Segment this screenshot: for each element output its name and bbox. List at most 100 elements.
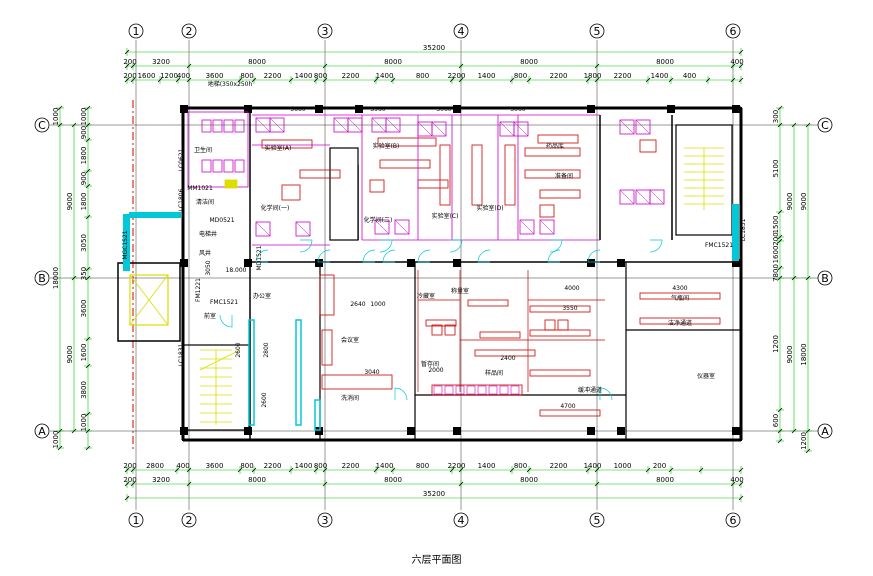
drawing-caption: 六层平面图 <box>411 555 462 566</box>
room-label-prep: 准备间 <box>555 172 573 180</box>
axis-lines <box>50 40 820 510</box>
dim-value: 3600 <box>206 462 224 470</box>
lab-bench <box>639 292 721 300</box>
dim-value: 400 <box>176 462 189 470</box>
dim-value: 900 <box>80 126 88 139</box>
room-label-lab_d: 实验室(D) <box>476 204 503 212</box>
dim-slash <box>777 407 783 413</box>
dim-slash <box>777 275 783 281</box>
dim-slash <box>777 234 783 240</box>
fume-hood <box>385 117 401 133</box>
lab-bench <box>377 137 437 147</box>
dim-slash <box>71 122 77 128</box>
door-swing <box>299 239 313 253</box>
dim-value: 8000 <box>384 476 402 484</box>
axis-bubble <box>817 117 833 133</box>
dim-slash <box>698 467 704 473</box>
dim-slash <box>373 77 379 83</box>
dim-value: 3050 <box>80 234 88 252</box>
axis-bubble-label: 3 <box>322 25 329 38</box>
fume-hood-x <box>619 119 635 135</box>
dim-value: 800 <box>240 72 253 80</box>
dim-slash <box>186 481 192 487</box>
room-label-lab_b: 实验室(B) <box>373 142 400 150</box>
dim-slash <box>85 275 91 281</box>
dim-value: 8000 <box>656 58 674 66</box>
room-dim: 4700 <box>560 403 575 410</box>
door-swing <box>417 249 431 263</box>
dim-slash <box>57 428 63 434</box>
door-swing <box>449 239 463 253</box>
equipment <box>639 139 657 153</box>
dim-value: 200 <box>123 72 136 80</box>
dim-value: 18000 <box>52 267 60 289</box>
room-label-chem_1: 化学间(一) <box>261 204 290 212</box>
fume-hood-x <box>295 221 311 237</box>
dim-slash <box>585 467 591 473</box>
axis-bubble <box>181 23 197 39</box>
structural-column <box>244 427 252 435</box>
sink-unit <box>499 385 509 395</box>
fume-hood <box>431 121 447 137</box>
axis-bubble-label: 6 <box>730 514 737 527</box>
dim-value: 1000 <box>80 108 88 126</box>
room-label-elevation: 18.000 <box>226 267 247 274</box>
dim-slash <box>57 105 63 111</box>
room-label-storage: 药品库 <box>546 142 564 150</box>
dim-value: 8000 <box>384 58 402 66</box>
dim-slash <box>85 137 91 143</box>
dim-slash <box>777 105 783 111</box>
door-swing <box>317 249 331 263</box>
dim-slash <box>288 77 294 83</box>
dim-value: 2800 <box>146 462 164 470</box>
dim-value: 9000 <box>66 346 74 364</box>
room-label-hold: 暂存间 <box>421 360 439 368</box>
dim-value: 3600 <box>80 300 88 318</box>
dim-value: 1600 <box>80 344 88 362</box>
dim-slash <box>322 467 328 473</box>
door-tag-mgc: MGC1521 <box>122 230 129 259</box>
dim-slash <box>805 122 811 128</box>
dim-slash <box>777 265 783 271</box>
dim-slash <box>124 467 130 473</box>
axis-bubble <box>128 512 144 528</box>
equipment-box <box>557 319 569 331</box>
axis-bubble <box>589 23 605 39</box>
dim-slash <box>449 77 455 83</box>
room-label-meeting: 会议室 <box>341 336 359 344</box>
dim-slash <box>85 363 91 369</box>
fume-hood <box>635 119 651 135</box>
dim-slash <box>373 467 379 473</box>
dim-value: 1500 <box>772 216 780 234</box>
fume-hood-x <box>649 189 665 205</box>
fume-hood-x <box>417 121 433 137</box>
lab-bench <box>537 134 579 144</box>
dim-value: 800 <box>314 462 327 470</box>
dim-slash <box>322 481 328 487</box>
dim-slash <box>175 77 181 83</box>
glass-partition-left <box>123 214 130 271</box>
dim-value: 400 <box>177 72 190 80</box>
dim-slash <box>458 77 464 83</box>
dim-slash <box>645 77 651 83</box>
axis-bubble <box>181 512 197 528</box>
sink-unit <box>477 385 487 395</box>
fume-hood <box>295 221 311 237</box>
dim-value: 2200 <box>342 462 360 470</box>
sink-unit <box>488 385 498 395</box>
axis-bubble-label: B <box>821 272 829 285</box>
dim-value: 2200 <box>448 462 466 470</box>
door-swing <box>219 314 233 328</box>
stair-dim: 2800 <box>263 342 270 357</box>
dim-value: 1800 <box>80 147 88 165</box>
structural-column <box>732 105 740 113</box>
dim-slash <box>449 467 455 473</box>
dim-slash <box>313 467 319 473</box>
door-swing <box>382 249 396 263</box>
lab-bench <box>471 144 483 206</box>
dim-value: 800 <box>416 462 429 470</box>
door-swing <box>547 249 561 263</box>
